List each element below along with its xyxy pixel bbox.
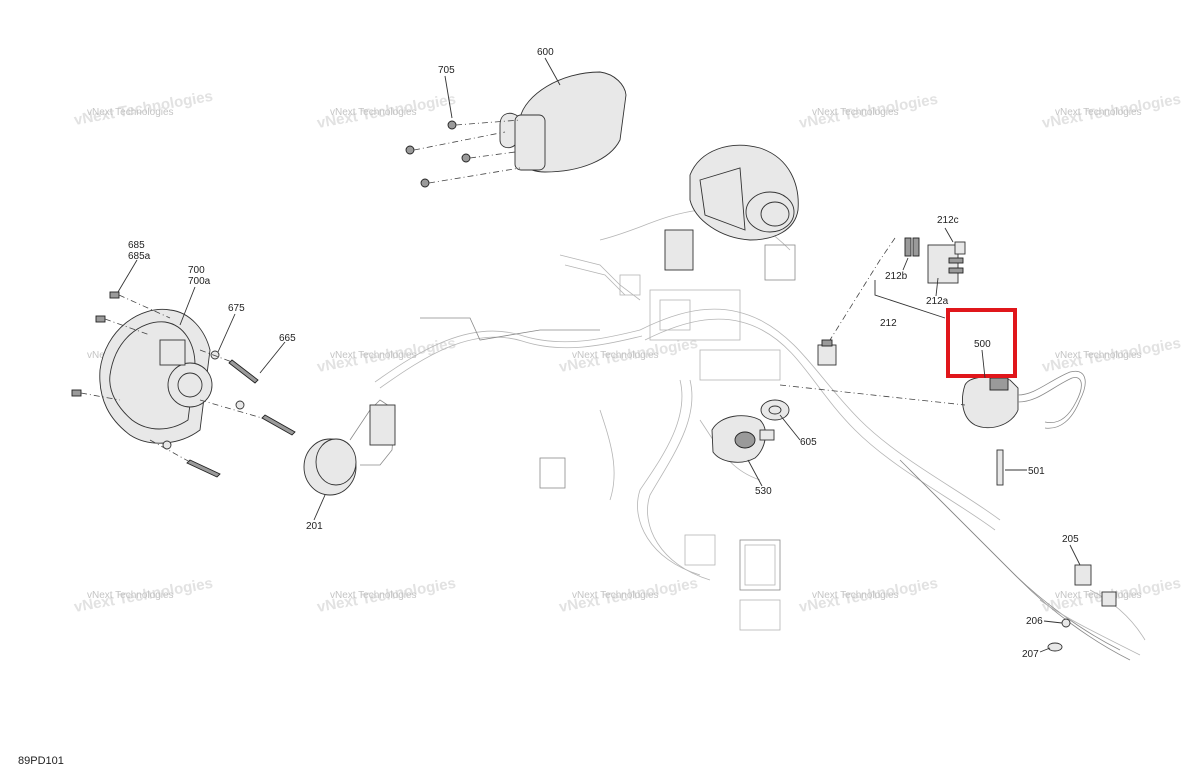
watermark-caption: vNext Technologies bbox=[330, 350, 417, 361]
callout-685a: 685a bbox=[128, 251, 151, 262]
watermark-caption: vNext Technologies bbox=[812, 107, 899, 118]
watermark-caption: vNext Technologies bbox=[87, 107, 174, 118]
diagram-code: 89PD101 bbox=[18, 755, 64, 767]
callout-212b: 212b bbox=[885, 271, 908, 282]
callout-212a: 212a bbox=[926, 296, 949, 307]
callout-labels: 705 600 685 685a 700 700a 675 665 201 21… bbox=[128, 47, 1079, 660]
watermark-caption: vNext Technologies bbox=[572, 590, 659, 601]
callout-600: 600 bbox=[537, 47, 554, 58]
callout-212c: 212c bbox=[937, 215, 959, 226]
washers-675 bbox=[162, 350, 245, 450]
callout-665: 665 bbox=[279, 333, 296, 344]
part-205-relay bbox=[1074, 564, 1117, 607]
part-600-cover bbox=[499, 71, 627, 173]
watermark-caption: vNext Technologies bbox=[572, 350, 659, 361]
callout-530: 530 bbox=[755, 486, 772, 497]
callout-700a: 700a bbox=[188, 276, 211, 287]
callout-207: 207 bbox=[1022, 649, 1039, 660]
part-700-headlight bbox=[99, 308, 213, 444]
watermark-caption: vNext Technologies bbox=[330, 590, 417, 601]
callout-675: 675 bbox=[228, 303, 245, 314]
screws-705 bbox=[405, 119, 521, 188]
leader-lines bbox=[117, 57, 1081, 653]
callout-206: 206 bbox=[1026, 616, 1043, 627]
watermark-caption: vNext Technologies bbox=[330, 107, 417, 118]
watermark-caption: vNext Technologies bbox=[1055, 590, 1142, 601]
callout-700: 700 bbox=[188, 265, 205, 276]
callout-501: 501 bbox=[1028, 466, 1045, 477]
callout-685: 685 bbox=[128, 240, 145, 251]
watermark-caption: vNext Technologies bbox=[87, 590, 174, 601]
watermark-caption: vNext Technologies bbox=[1055, 107, 1142, 118]
bolts-665 bbox=[149, 349, 296, 478]
callout-201: 201 bbox=[306, 521, 323, 532]
part-605-grommet bbox=[760, 399, 790, 421]
part-212-connector bbox=[829, 237, 966, 341]
connector-small bbox=[817, 339, 837, 366]
part-201-lamp bbox=[303, 399, 396, 496]
callout-212: 212 bbox=[880, 318, 897, 329]
callout-205: 205 bbox=[1062, 534, 1079, 545]
part-530-sensor bbox=[711, 415, 775, 463]
watermark-caption: vNext Technologies bbox=[812, 590, 899, 601]
watermark-caption: vNext Technologies bbox=[1055, 350, 1142, 361]
part-206-nut bbox=[1061, 618, 1071, 628]
fasteners-685 bbox=[71, 291, 171, 401]
part-207-washer bbox=[1047, 642, 1063, 652]
wiring-harness bbox=[374, 209, 1146, 661]
callout-605: 605 bbox=[800, 437, 817, 448]
callout-705: 705 bbox=[438, 65, 455, 76]
part-500-switch bbox=[779, 370, 1086, 486]
center-headlight bbox=[664, 144, 799, 271]
highlight-box-500 bbox=[946, 308, 1017, 378]
callout-500: 500 bbox=[974, 339, 991, 350]
